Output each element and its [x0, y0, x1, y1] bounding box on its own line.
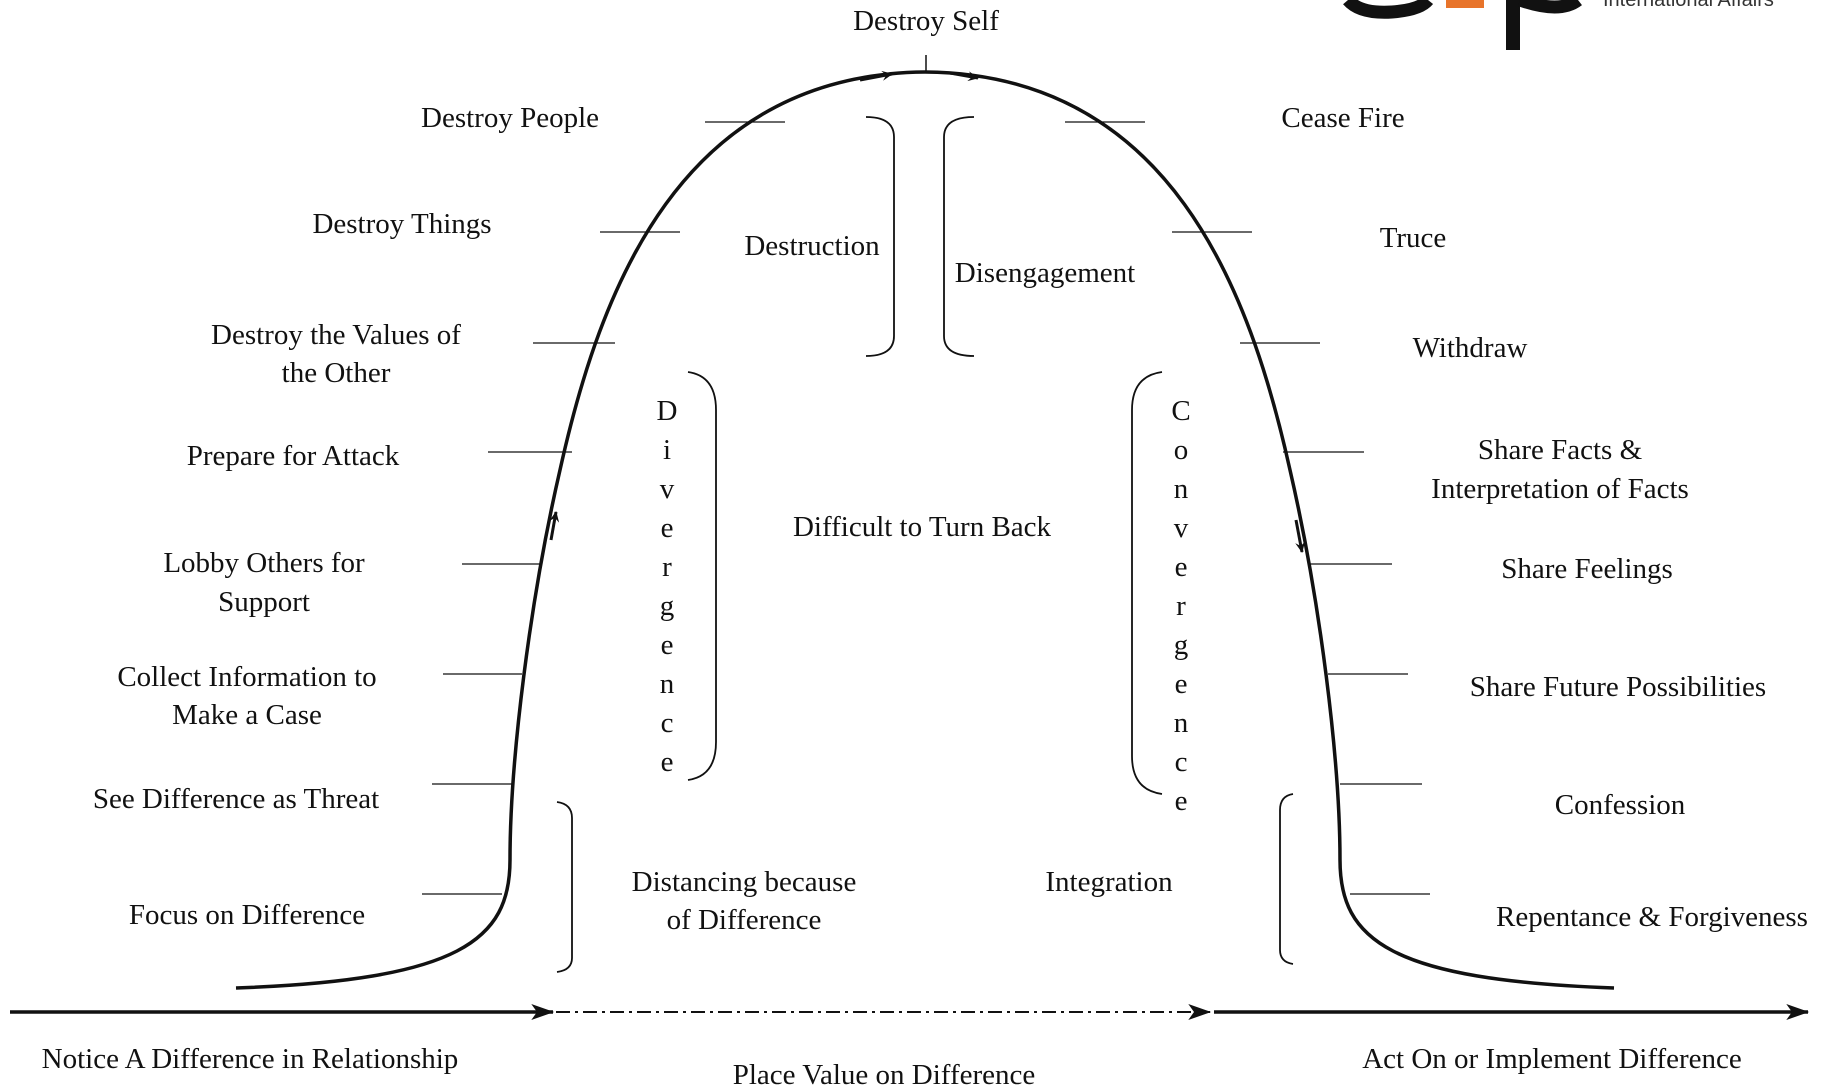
escalation-labels: Destroy People Destroy Things Destroy th…: [93, 102, 599, 931]
label-collect-information-line: Collect Information to: [117, 661, 376, 693]
label-destroy-values: Destroy the Values of the Other: [211, 319, 461, 389]
logo-mark-black: [1343, 0, 1434, 19]
label-truce: Truce: [1380, 222, 1447, 254]
label-destroy-people: Destroy People: [421, 102, 599, 134]
bracket-distancing: [556, 801, 573, 973]
label-divergence-letter: e: [661, 629, 674, 661]
label-lobby-others-line: Support: [218, 586, 310, 618]
label-share-facts-line: Interpretation of Facts: [1431, 473, 1689, 505]
label-collect-information: Collect Information to Make a Case: [117, 661, 376, 731]
bracket-convergence: [1131, 371, 1163, 795]
logo-text: International Affairs: [1603, 0, 1774, 11]
label-share-facts-line: Share Facts &: [1478, 434, 1643, 466]
label-divergence-letter: c: [661, 707, 674, 739]
label-destroy-things: Destroy Things: [312, 208, 491, 240]
baseline-label-right: Act On or Implement Difference: [1362, 1043, 1742, 1075]
label-see-threat: See Difference as Threat: [93, 783, 379, 815]
deescalation-labels: Cease Fire Truce Withdraw Share Facts & I…: [1281, 102, 1808, 933]
label-convergence-letter: r: [1176, 590, 1186, 622]
label-convergence-letter: v: [1174, 512, 1189, 544]
left-ticks: [422, 121, 785, 895]
label-convergence-letter: o: [1174, 434, 1189, 466]
label-repentance: Repentance & Forgiveness: [1496, 901, 1808, 933]
right-ticks: [1065, 121, 1430, 895]
label-divergence-letter: v: [660, 473, 675, 505]
curve-arrow-right-down: [1294, 519, 1306, 553]
label-divergence-letter: n: [660, 668, 675, 700]
label-disengagement: Disengagement: [955, 257, 1135, 289]
label-divergence-letter: D: [657, 395, 678, 427]
label-share-feelings: Share Feelings: [1501, 553, 1673, 585]
label-confession: Confession: [1555, 789, 1686, 821]
bracket-disengagement: [943, 116, 975, 357]
label-divergence-letter: r: [662, 551, 672, 583]
label-distancing-line: of Difference: [667, 904, 822, 936]
logo-mark-orange: [1446, 0, 1484, 8]
label-convergence-letter: e: [1175, 551, 1188, 583]
curve-arrow-top-left: [859, 70, 893, 82]
baseline-label-middle: Place Value on Difference: [733, 1059, 1036, 1086]
logo: International Affairs: [1343, 0, 1774, 50]
label-convergence-letter: c: [1175, 746, 1188, 778]
brackets: [556, 116, 1294, 973]
label-divergence-letter: e: [661, 746, 674, 778]
label-convergence-letter: e: [1175, 668, 1188, 700]
destroy-self-label: Destroy Self: [853, 5, 999, 37]
conflict-curve: [235, 70, 1615, 990]
label-collect-information-line: Make a Case: [172, 699, 322, 731]
label-destroy-values-line: Destroy the Values of: [211, 319, 461, 351]
bracket-integration: [1279, 793, 1294, 965]
label-cease-fire: Cease Fire: [1281, 102, 1404, 134]
logo-mark-bowl: [1517, 0, 1582, 14]
label-divergence-letter: g: [660, 590, 675, 622]
label-distancing: Distancing because of Difference: [632, 866, 857, 936]
curve-arrow-left-up: [549, 511, 560, 541]
logo-mark-stem: [1506, 0, 1520, 50]
label-integration: Integration: [1045, 866, 1173, 898]
label-divergence-letter: i: [663, 434, 671, 466]
label-convergence-letter: C: [1171, 395, 1190, 427]
label-convergence-letter: e: [1175, 785, 1188, 817]
curve-arrow-top-right: [949, 71, 979, 82]
label-convergence-letter: n: [1174, 473, 1189, 505]
baseline-label-left: Notice A Difference in Relationship: [42, 1043, 459, 1075]
bracket-divergence: [687, 371, 717, 781]
label-lobby-others-line: Lobby Others for: [163, 547, 365, 579]
label-convergence-letter: n: [1174, 707, 1189, 739]
label-withdraw: Withdraw: [1413, 332, 1528, 364]
label-destroy-values-line: the Other: [282, 357, 391, 389]
label-destruction: Destruction: [744, 230, 880, 262]
label-convergence-letter: g: [1174, 629, 1189, 661]
label-focus-difference: Focus on Difference: [129, 899, 365, 931]
label-distancing-line: Distancing because: [632, 866, 857, 898]
baseline-axis: Notice A Difference in Relationship Plac…: [10, 1004, 1810, 1086]
label-divergence-letter: e: [661, 512, 674, 544]
bracket-destruction: [865, 116, 895, 357]
label-difficult-turn-back: Difficult to Turn Back: [793, 511, 1052, 543]
label-share-facts: Share Facts & Interpretation of Facts: [1431, 434, 1689, 505]
label-prepare-attack: Prepare for Attack: [187, 440, 400, 472]
label-share-future: Share Future Possibilities: [1470, 671, 1766, 703]
